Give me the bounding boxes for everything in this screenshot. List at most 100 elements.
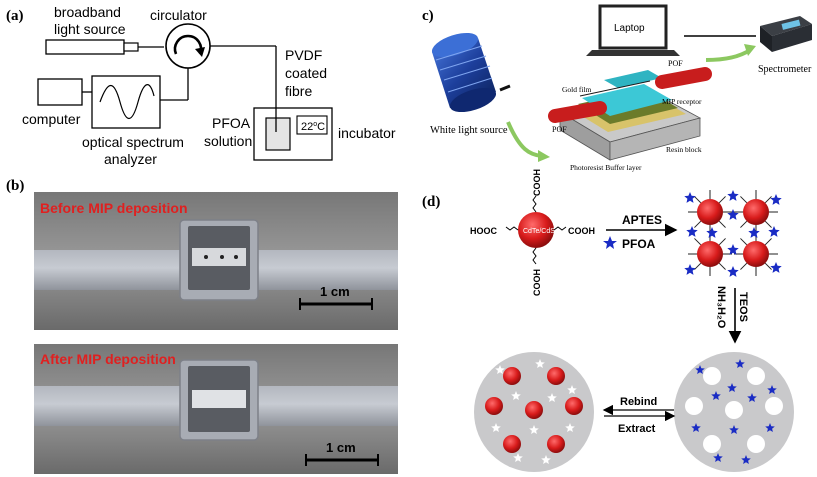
teos-label: TEOS bbox=[737, 292, 749, 322]
temperature-display bbox=[296, 115, 328, 135]
osa-label-1: optical spectrum bbox=[82, 134, 184, 150]
light-source-connector bbox=[123, 42, 139, 52]
cluster-quantum-dot bbox=[743, 241, 769, 267]
ligand-chain bbox=[718, 262, 726, 270]
template-cavity-star bbox=[541, 455, 551, 464]
cooh-bottom: COOH bbox=[532, 269, 542, 296]
empty-cavity bbox=[747, 367, 765, 385]
laptop-label: Laptop bbox=[614, 23, 645, 34]
quantum-dot bbox=[518, 212, 554, 248]
bound-pfoa-star bbox=[711, 391, 721, 400]
cooh-left: HOOC bbox=[470, 226, 498, 236]
bound-pfoa-star bbox=[765, 423, 775, 432]
osa-box bbox=[91, 75, 161, 129]
pfoa-star bbox=[686, 226, 698, 237]
ligand-chain bbox=[740, 262, 748, 270]
laptop-screen bbox=[598, 4, 668, 50]
output-arrow bbox=[705, 48, 752, 62]
computer-label: computer bbox=[22, 111, 81, 127]
photoresist-label: Photoresist Buffer layer bbox=[570, 163, 642, 172]
mip-receptor-label: MIP receptor bbox=[662, 97, 702, 106]
circulator-label: circulator bbox=[150, 7, 207, 23]
osa-label-2: analyzer bbox=[104, 151, 157, 167]
pfoa-star bbox=[684, 192, 696, 203]
laptop-base bbox=[586, 50, 680, 56]
functionalized-cluster bbox=[684, 190, 782, 277]
embedded-quantum-dot bbox=[485, 397, 503, 415]
template-cavity-star bbox=[513, 453, 523, 462]
ligand-chain bbox=[764, 196, 772, 204]
pvdf-label-2: coated bbox=[285, 65, 327, 81]
panel-d: (d) CdTe/CdS COOH COOH HOOC COOH APTES P… bbox=[422, 169, 794, 472]
empty-cavity bbox=[703, 367, 721, 385]
pfoa-star bbox=[727, 190, 739, 201]
template-cavity-star bbox=[567, 385, 577, 394]
sine-wave-icon bbox=[99, 84, 155, 120]
bound-pfoa-star bbox=[735, 359, 745, 368]
ligand-chain bbox=[694, 220, 702, 228]
empty-cavity bbox=[725, 401, 743, 419]
ligand-chain bbox=[718, 196, 726, 204]
circulator-arrow-icon bbox=[173, 34, 203, 55]
pfoa-star bbox=[727, 244, 739, 255]
bound-pfoa-star bbox=[729, 425, 739, 434]
bound-pfoa-star bbox=[695, 365, 705, 374]
pof-label-left: POF bbox=[552, 125, 567, 134]
pfoa-star-icon bbox=[603, 236, 617, 249]
cooh-right: COOH bbox=[568, 226, 595, 236]
embedded-quantum-dot bbox=[547, 435, 565, 453]
panel-a-label: (a) bbox=[6, 8, 24, 24]
disc-left-contents bbox=[485, 359, 583, 464]
empty-cavity bbox=[685, 397, 703, 415]
light-path-arrow bbox=[506, 121, 543, 158]
empty-cavity bbox=[765, 397, 783, 415]
temperature-readout: 22oC bbox=[301, 121, 325, 133]
bound-pfoa-star bbox=[713, 453, 723, 462]
cluster-quantum-dot bbox=[743, 199, 769, 225]
extract-label: Extract bbox=[618, 423, 656, 435]
resin-block-label: Resin block bbox=[666, 145, 702, 154]
ligand-chain bbox=[694, 196, 702, 204]
white-light-label: White light source bbox=[430, 125, 508, 136]
computer-box bbox=[37, 78, 83, 106]
broadband-label-2: light source bbox=[54, 21, 126, 37]
pfoa-star bbox=[706, 227, 718, 238]
empty-cavity bbox=[703, 435, 721, 453]
pvdf-label-3: fibre bbox=[285, 83, 312, 99]
gold-film-label: Gold film bbox=[562, 85, 592, 94]
pfoa-solution-label-1: PFOA bbox=[212, 115, 251, 131]
pfoa-star bbox=[727, 266, 739, 277]
cluster-quantum-dot bbox=[697, 199, 723, 225]
pvdf-label-1: PVDF bbox=[285, 47, 322, 63]
bound-pfoa-star bbox=[767, 385, 777, 394]
after-mip-label: After MIP deposition bbox=[40, 351, 176, 367]
panel-d-label: (d) bbox=[422, 194, 440, 210]
template-cavity-star bbox=[495, 365, 505, 374]
incubator-label: incubator bbox=[338, 125, 396, 141]
pfoa-vial bbox=[265, 117, 291, 151]
scale-bar-label-1: 1 cm bbox=[320, 284, 350, 299]
fiber-strip-coated bbox=[192, 390, 246, 408]
bound-pfoa-star bbox=[747, 393, 757, 402]
spectrometer-label: Spectrometer bbox=[758, 64, 812, 75]
empty-cavity bbox=[747, 435, 765, 453]
ligand-chain bbox=[718, 220, 726, 228]
ligand-chain bbox=[764, 238, 772, 246]
pof-label-top: POF bbox=[668, 59, 683, 68]
aptes-label: APTES bbox=[622, 213, 662, 227]
qd-core-label: CdTe/CdS bbox=[523, 228, 555, 235]
panel-b-label: (b) bbox=[6, 178, 24, 194]
bound-pfoa-star bbox=[741, 455, 751, 464]
template-cavity-star bbox=[491, 423, 501, 432]
ligand-chain bbox=[694, 262, 702, 270]
embedded-quantum-dot bbox=[503, 435, 521, 453]
ligand-chain bbox=[718, 238, 726, 246]
panel-c: c) Laptop Spectrometer White light sourc… bbox=[422, 4, 812, 172]
before-mip-label: Before MIP deposition bbox=[40, 200, 188, 216]
circulator-symbol bbox=[165, 23, 211, 69]
ligand-chain bbox=[694, 238, 702, 246]
pfoa-star bbox=[770, 194, 782, 205]
cooh-top: COOH bbox=[532, 169, 542, 196]
panel-b: (b) Before MIP deposition 1 cm After MIP… bbox=[6, 178, 398, 474]
